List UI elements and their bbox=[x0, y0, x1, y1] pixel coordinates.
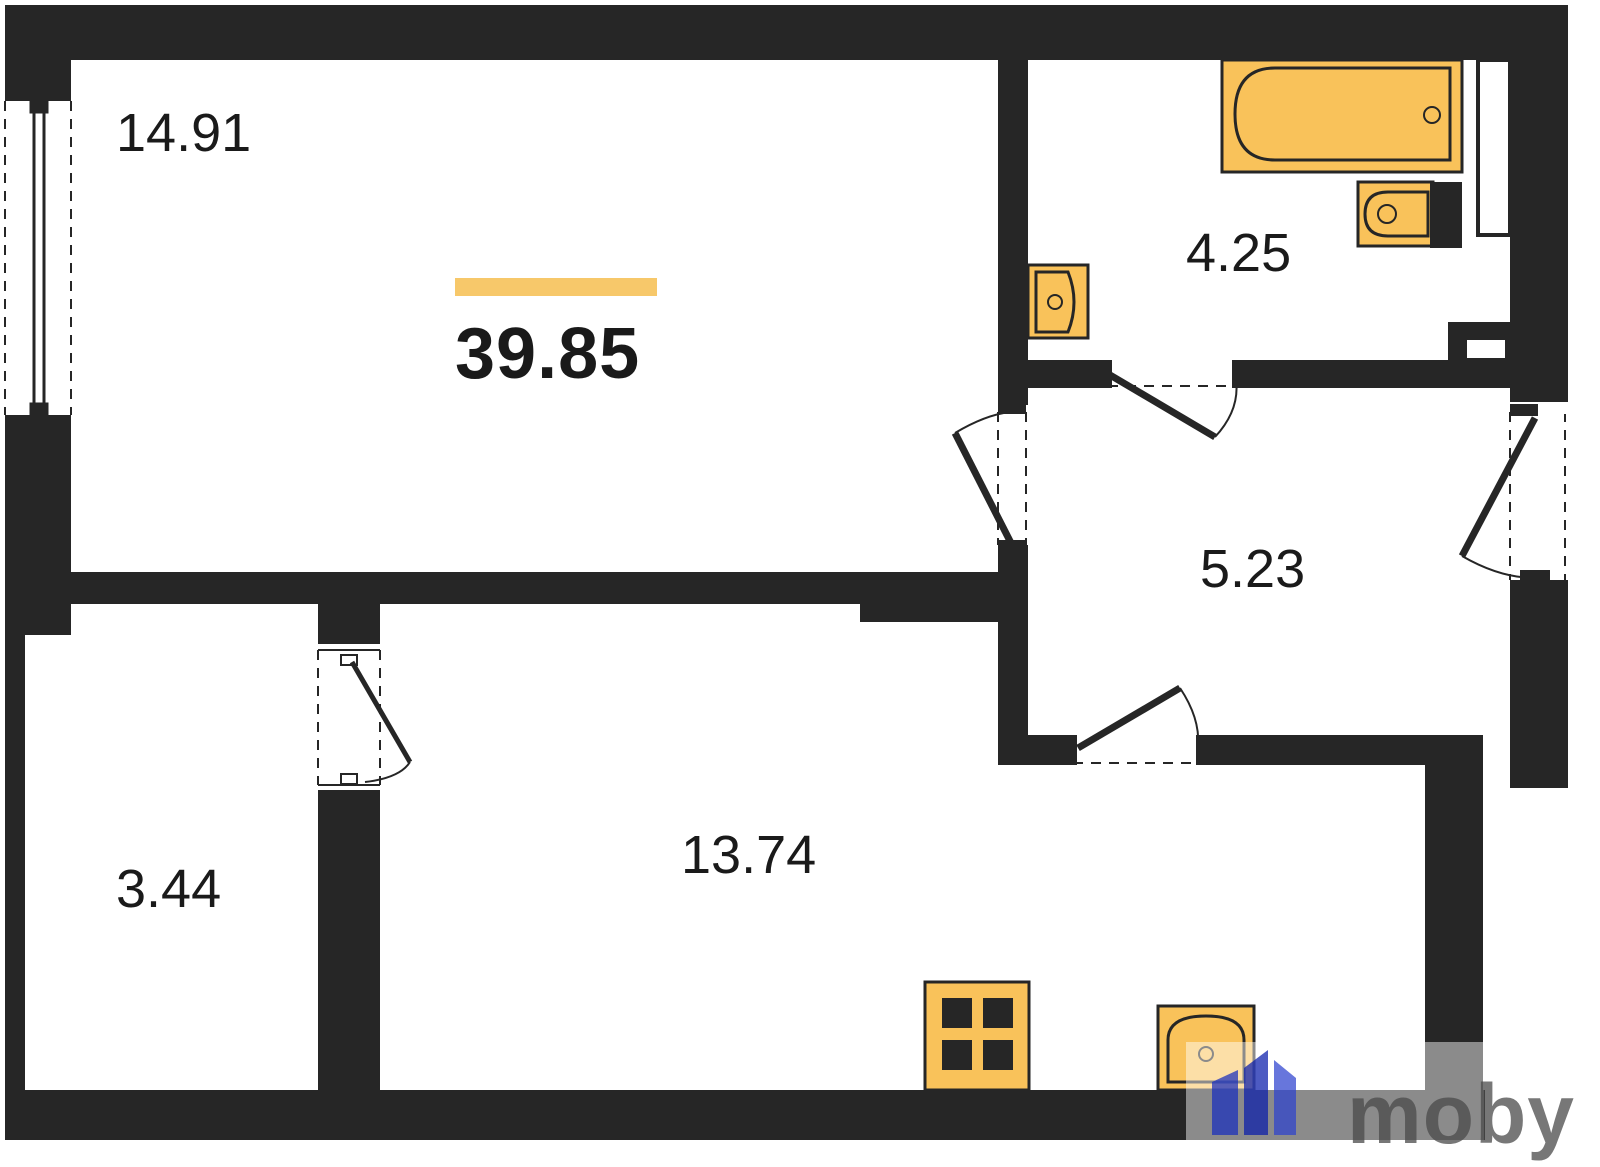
wall-right-step bbox=[1425, 765, 1483, 1140]
door-balcony bbox=[317, 644, 413, 790]
room-area-kitchen: 13.74 bbox=[681, 825, 817, 885]
wall-balcony-divider-lower bbox=[318, 790, 380, 1140]
wall-hall-left-lower bbox=[998, 545, 1028, 765]
wall-left-upper bbox=[5, 5, 71, 101]
stove-icon bbox=[923, 980, 1031, 1092]
total-area: 39.85 bbox=[455, 314, 641, 394]
door-entrance bbox=[1458, 402, 1568, 582]
moby-logo-icon bbox=[1186, 1042, 1484, 1144]
watermark: moby bbox=[1212, 1070, 1600, 1160]
room-area-living: 14.91 bbox=[116, 103, 252, 163]
wall-hall-bottom-right bbox=[1200, 735, 1483, 765]
total-area-accent-bar bbox=[455, 278, 657, 296]
room-area-bathroom: 4.25 bbox=[1186, 223, 1292, 283]
wall-kitchen-niche bbox=[860, 572, 1025, 622]
wall-right-middle bbox=[1510, 580, 1568, 788]
wall-bath-bottom bbox=[998, 360, 1108, 388]
wall-bottom bbox=[5, 1090, 1485, 1140]
window-left bbox=[4, 100, 72, 416]
wall-left-balcony bbox=[5, 620, 25, 1140]
wall-balcony-divider-upper bbox=[318, 604, 380, 644]
bathtub-icon bbox=[1220, 58, 1464, 174]
toilet-icon bbox=[1356, 180, 1462, 248]
room-area-hallway: 5.23 bbox=[1200, 539, 1306, 599]
wall-bath-left bbox=[998, 5, 1028, 405]
wall-top bbox=[5, 5, 1568, 60]
wall-living-bottom bbox=[5, 572, 1025, 604]
wall-hall-bottom-left bbox=[998, 735, 1073, 765]
walls bbox=[5, 5, 1568, 1140]
room-area-balcony: 3.44 bbox=[116, 859, 222, 919]
watermark-text: moby bbox=[1347, 1067, 1576, 1161]
bathroom-sink-icon bbox=[1026, 263, 1090, 340]
shaft-opening bbox=[1467, 340, 1505, 358]
door-living bbox=[951, 402, 1027, 552]
door-bathroom bbox=[1098, 360, 1246, 441]
wall-right-upper bbox=[1510, 5, 1568, 410]
door-kitchen bbox=[1063, 684, 1210, 765]
wall-bath-bottom-right bbox=[1240, 360, 1568, 388]
duct-column bbox=[1476, 58, 1512, 237]
